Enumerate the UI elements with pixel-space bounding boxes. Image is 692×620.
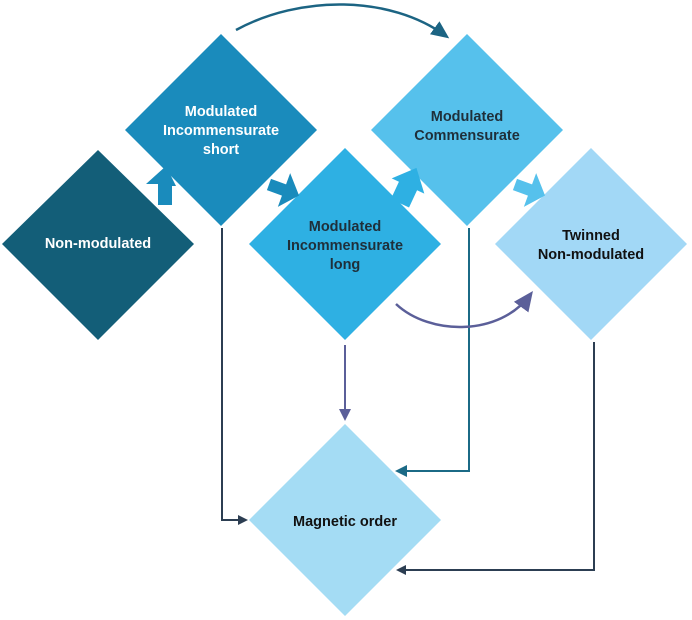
- label-line: Commensurate: [414, 128, 520, 144]
- connector-commensurate-to-magnetic: [395, 228, 470, 477]
- chevron-arrow-short-to-long: [266, 173, 300, 207]
- connector-short-to-magnetic: [221, 228, 248, 525]
- arc-arrow-short-to-commensurate: [235, 3, 450, 39]
- label-line: Twinned: [562, 228, 620, 244]
- label-line: long: [330, 257, 361, 273]
- chevron-arrow-nonmod-to-short: [146, 166, 176, 205]
- label-line: Magnetic order: [293, 514, 397, 530]
- label-line: Incommensurate: [163, 123, 279, 139]
- node-non-modulated: [2, 150, 194, 340]
- connector-twinned-to-magnetic: [396, 342, 595, 575]
- arc-arrow-long-to-twinned: [395, 290, 533, 329]
- label-line: Incommensurate: [287, 238, 403, 254]
- node-twinned-non-modulated: [495, 148, 687, 340]
- chevron-arrow-long-to-commensurate: [390, 167, 425, 208]
- label-line: Modulated: [431, 109, 504, 125]
- node-magnetic-order: [249, 424, 441, 616]
- label-line: Modulated: [309, 219, 382, 235]
- label-line: Modulated: [185, 104, 258, 120]
- node-modulated-incommensurate-short: [125, 34, 317, 226]
- label-non-modulated: Non-modulated: [45, 236, 151, 252]
- chevron-arrow-commensurate-to-twinned: [512, 173, 546, 207]
- label-line: Non-modulated: [45, 236, 151, 252]
- label-magnetic-order: Magnetic order: [293, 514, 397, 530]
- label-line: Non-modulated: [538, 247, 644, 263]
- label-line: short: [203, 142, 239, 158]
